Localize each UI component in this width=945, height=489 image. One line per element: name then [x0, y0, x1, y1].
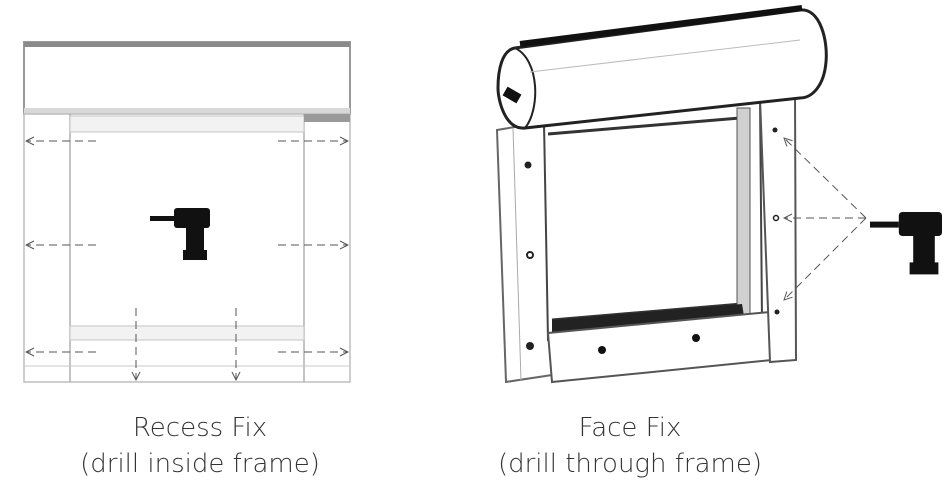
face-drill-icon	[870, 212, 942, 275]
recess-fix-title: Recess Fix	[132, 413, 268, 443]
face-screw-right-bottom	[774, 309, 780, 315]
arrow-to-top-screw	[784, 138, 867, 219]
face-screw-left-middle	[526, 251, 534, 259]
recess-drill-arrows	[26, 141, 348, 380]
recess-fix-illustration	[23, 41, 351, 383]
arrow-to-bottom-screw	[784, 217, 867, 300]
face-screw-left-top	[524, 161, 532, 169]
face-screw-right-middle	[772, 214, 780, 222]
face-drill-arrows	[784, 138, 867, 300]
headbox-end-cap-slot	[502, 86, 522, 104]
face-fix-illustration	[495, 5, 942, 384]
face-screw-bottom-right	[692, 334, 700, 342]
face-headbox	[496, 5, 828, 130]
face-screw-bottom-left	[598, 346, 606, 354]
recess-headbox	[23, 41, 351, 115]
recess-fix-subtitle: (drill inside frame)	[80, 449, 320, 479]
recess-fix-caption: Recess Fix (drill inside frame)	[30, 410, 370, 482]
face-fix-subtitle: (drill through frame)	[497, 449, 763, 479]
face-fix-caption: Face Fix (drill through frame)	[460, 410, 800, 482]
face-screw-left-bottom	[526, 342, 534, 350]
face-fix-title: Face Fix	[578, 413, 682, 443]
face-window-opening	[542, 96, 764, 342]
face-screw-right-top	[772, 127, 778, 133]
